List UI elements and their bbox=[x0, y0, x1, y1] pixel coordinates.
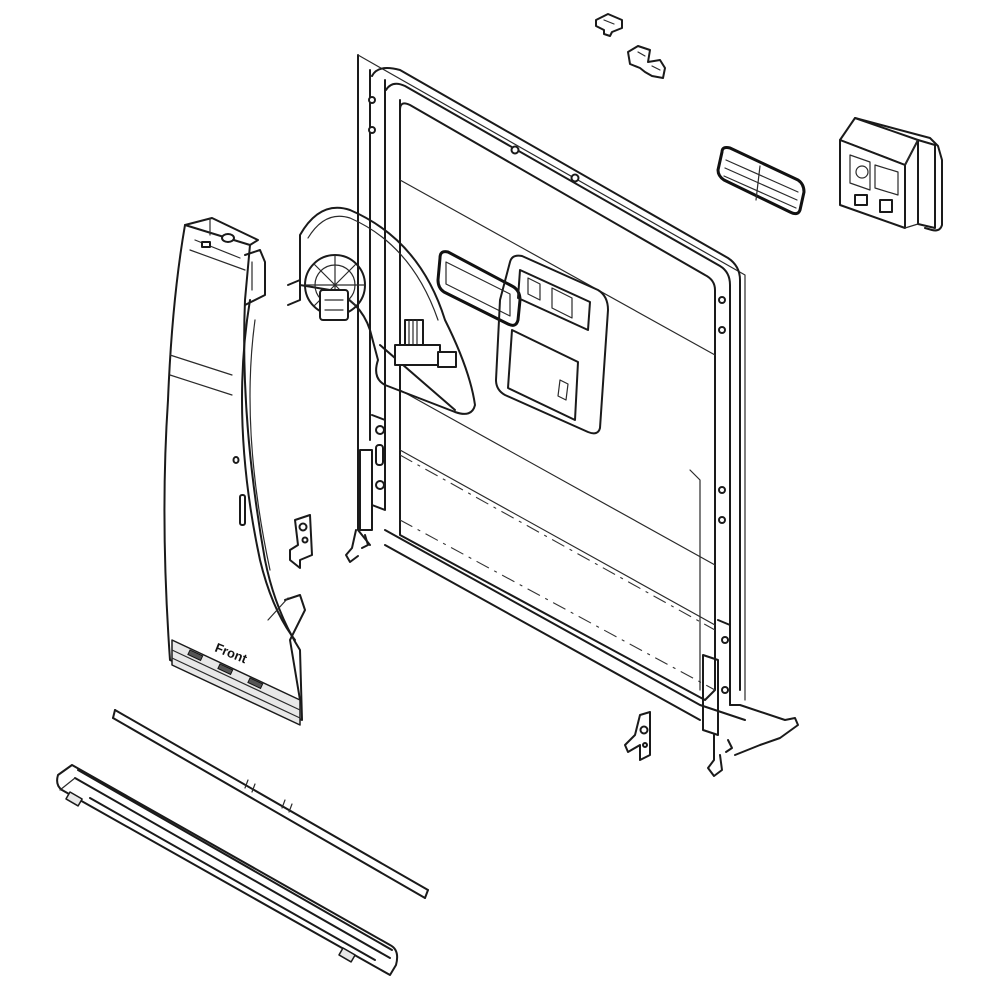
detergent-dispenser bbox=[495, 254, 609, 435]
right-hinge-bracket bbox=[624, 711, 651, 761]
inner-door-panel bbox=[357, 54, 746, 721]
frame-right-hinge bbox=[702, 619, 799, 777]
door-latch bbox=[627, 45, 666, 79]
dispenser-gasket bbox=[436, 250, 522, 327]
left-hinge-bracket bbox=[289, 514, 313, 569]
outer-side-panel: Front bbox=[163, 217, 306, 726]
control-module bbox=[839, 117, 943, 232]
latch-clip bbox=[595, 13, 623, 37]
bottom-door-trim bbox=[56, 764, 399, 976]
door-gasket-strip bbox=[112, 709, 429, 899]
vent-fan-assembly bbox=[287, 206, 476, 415]
frame-left-hinge bbox=[345, 414, 386, 563]
vent-grille bbox=[716, 146, 806, 216]
